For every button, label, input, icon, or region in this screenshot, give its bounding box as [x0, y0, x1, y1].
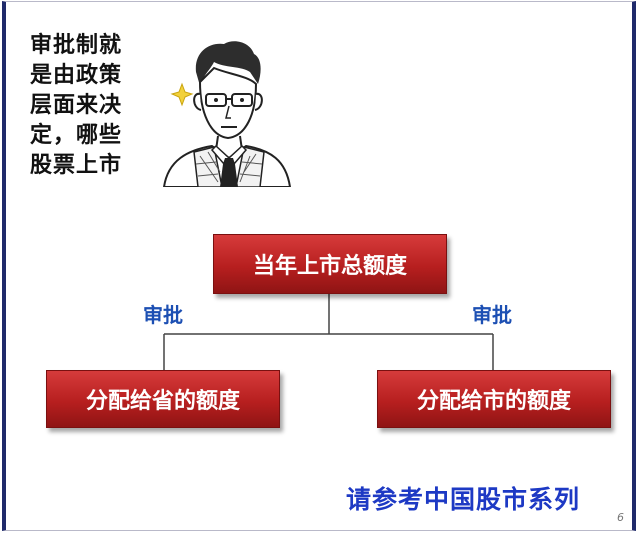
series-reference-text: 请参考中国股市系列 — [346, 480, 580, 516]
total-quota-box: 当年上市总额度 — [213, 234, 447, 294]
approval-label-right: 审批 — [472, 299, 512, 328]
city-quota-box: 分配给市的额度 — [377, 370, 611, 428]
approval-label-left: 审批 — [143, 299, 183, 328]
province-quota-box: 分配给省的额度 — [46, 370, 280, 428]
page-number: 6 — [617, 511, 624, 524]
